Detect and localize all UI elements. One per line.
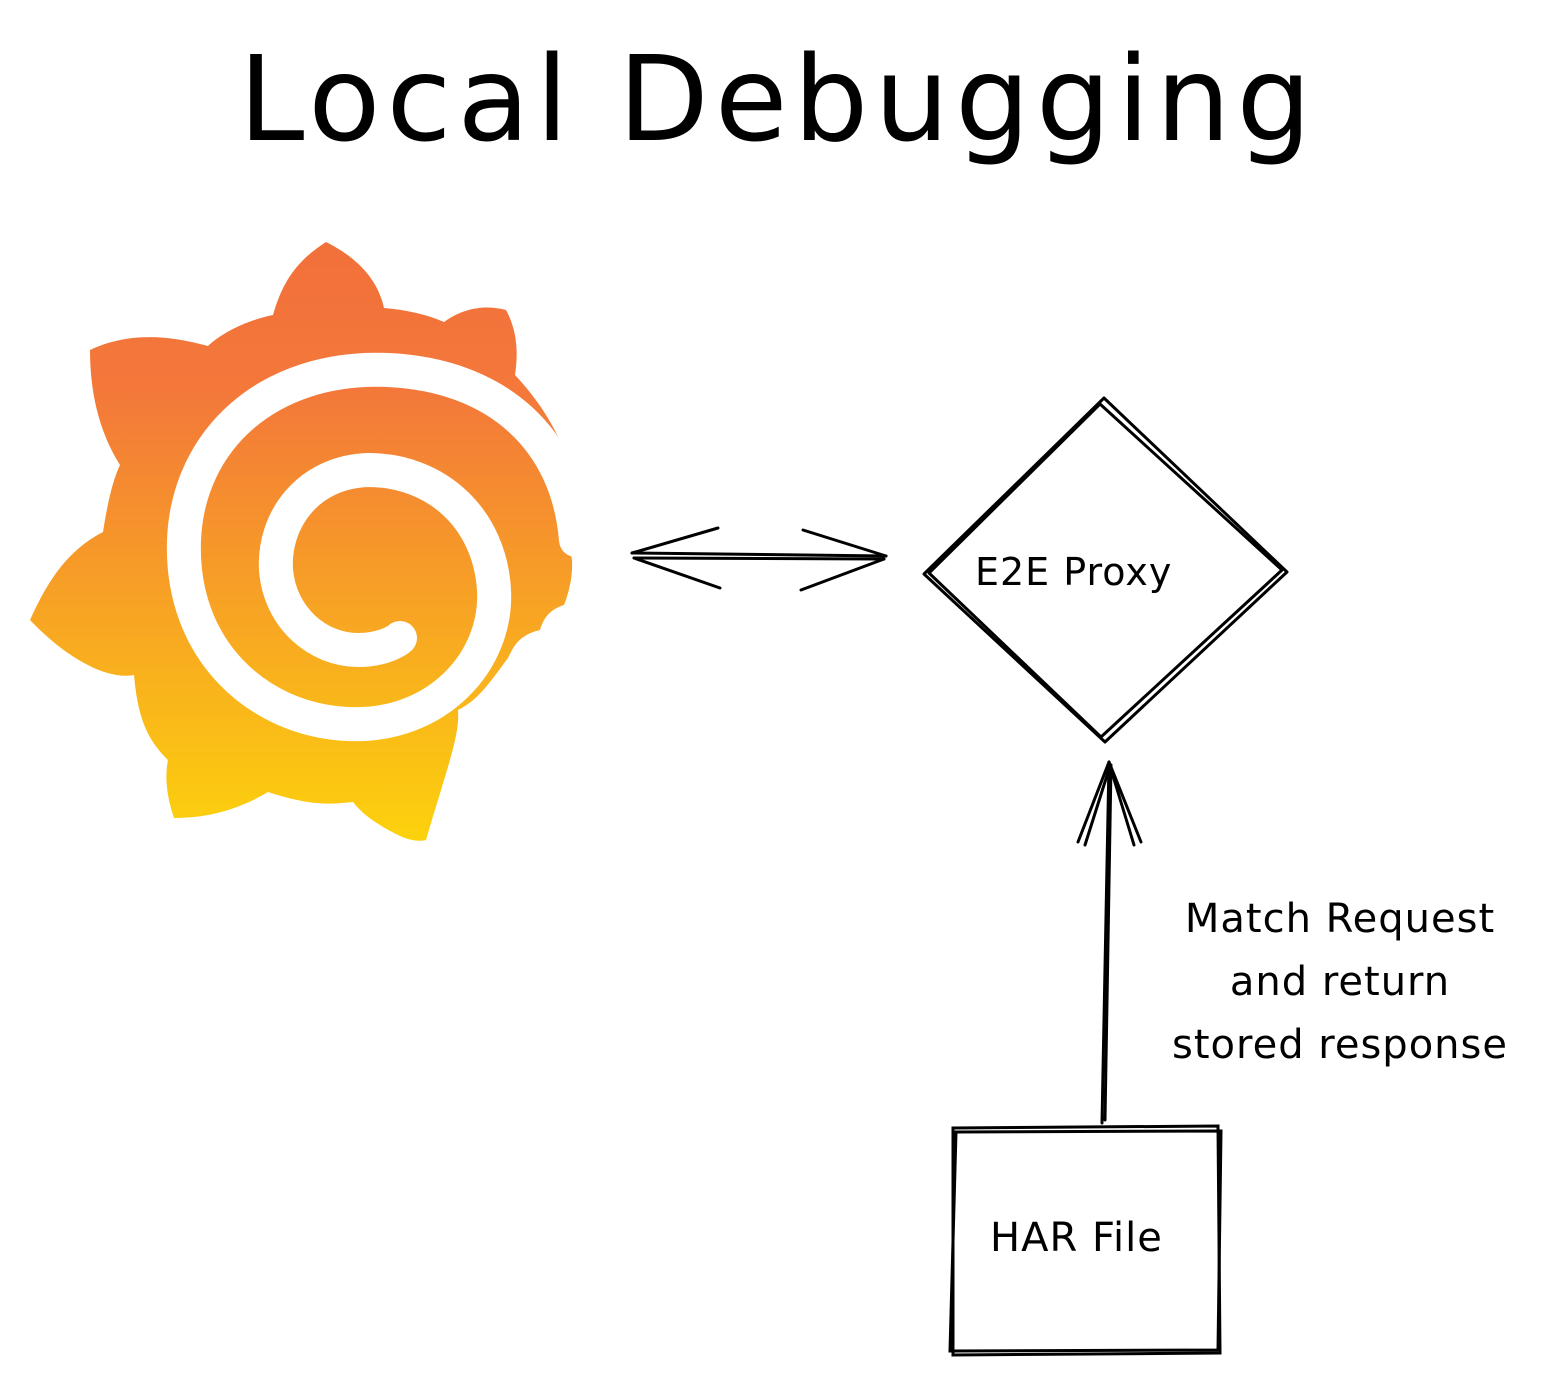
har-file-box [948, 1124, 1223, 1357]
grafana-logo-icon [30, 242, 580, 841]
edge-label-line: Match Request [1184, 896, 1496, 942]
proxy-diamond [922, 396, 1289, 744]
edge-label-line: stored response [1172, 1022, 1508, 1068]
har-file-label: HAR File [990, 1215, 1163, 1261]
har-to-proxy-arrow [1076, 760, 1143, 1125]
page-title: Local Debugging [238, 30, 1318, 168]
edge-label-line: and return [1229, 959, 1451, 1005]
bidirectional-arrow [630, 526, 888, 592]
edge-label-match-request: Match Request and return stored response [1145, 888, 1535, 1077]
proxy-label: E2E Proxy [975, 550, 1173, 594]
